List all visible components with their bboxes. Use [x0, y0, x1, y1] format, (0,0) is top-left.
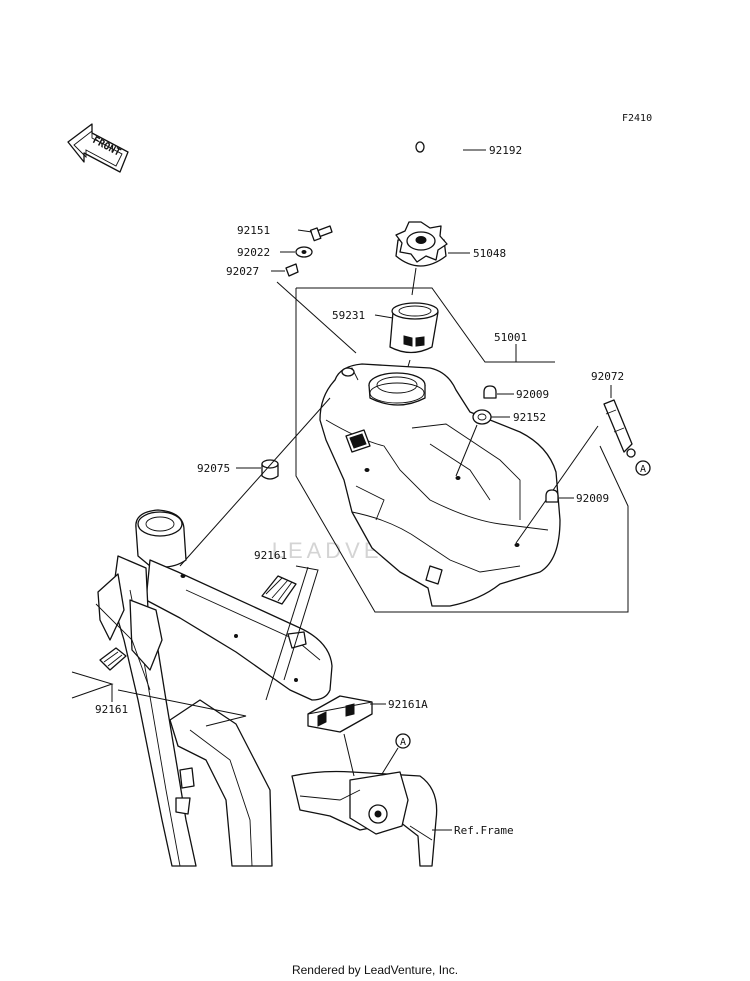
label-grommet-top: 92009 — [516, 388, 549, 401]
label-pad-left: 92161 — [95, 703, 128, 716]
label-collar: 92027 — [226, 265, 259, 278]
label-pad-center: 92161 — [254, 549, 287, 562]
label-fuel-tank: 51001 — [494, 331, 527, 344]
damper — [472, 409, 492, 425]
bolt — [309, 225, 333, 242]
footer-credit: Rendered by LeadVenture, Inc. — [291, 963, 459, 977]
fuel-cap — [395, 221, 448, 267]
tank-group-bracket — [295, 287, 629, 613]
pad-left — [99, 647, 127, 671]
washer — [295, 246, 313, 258]
front-arrow-icon: FRONT — [67, 123, 129, 173]
label-pad-rear: 92161A — [388, 698, 428, 711]
fuel-tube — [415, 141, 467, 232]
frame — [95, 509, 438, 867]
grommet-top — [483, 385, 497, 399]
label-rubber-damper: 92075 — [197, 462, 230, 475]
strap — [603, 399, 636, 458]
label-fuel-cap: 51048 — [473, 247, 506, 260]
diagram-code: F2410 — [622, 113, 652, 124]
label-frame-ref: Ref.Frame — [454, 824, 514, 837]
pad-rear — [307, 695, 373, 733]
fuel-tank — [319, 363, 561, 607]
label-bolt: 92151 — [237, 224, 270, 237]
label-washer: 92022 — [237, 246, 270, 259]
label-fuel-tube: 92192 — [489, 144, 522, 157]
pad-center — [261, 575, 297, 605]
callout-a-frame: A — [395, 733, 411, 749]
rubber-damper — [261, 459, 279, 480]
label-grommet-side: 92009 — [576, 492, 609, 505]
grommet-side — [545, 489, 559, 503]
collar — [285, 263, 299, 277]
label-filter: 59231 — [332, 309, 365, 322]
label-damper: 92152 — [513, 411, 546, 424]
label-strap: 92072 — [591, 370, 624, 383]
svg-text:A: A — [640, 464, 646, 475]
svg-text:A: A — [400, 737, 406, 748]
callout-a-strap: A — [635, 460, 651, 476]
fuel-filter — [389, 302, 439, 354]
